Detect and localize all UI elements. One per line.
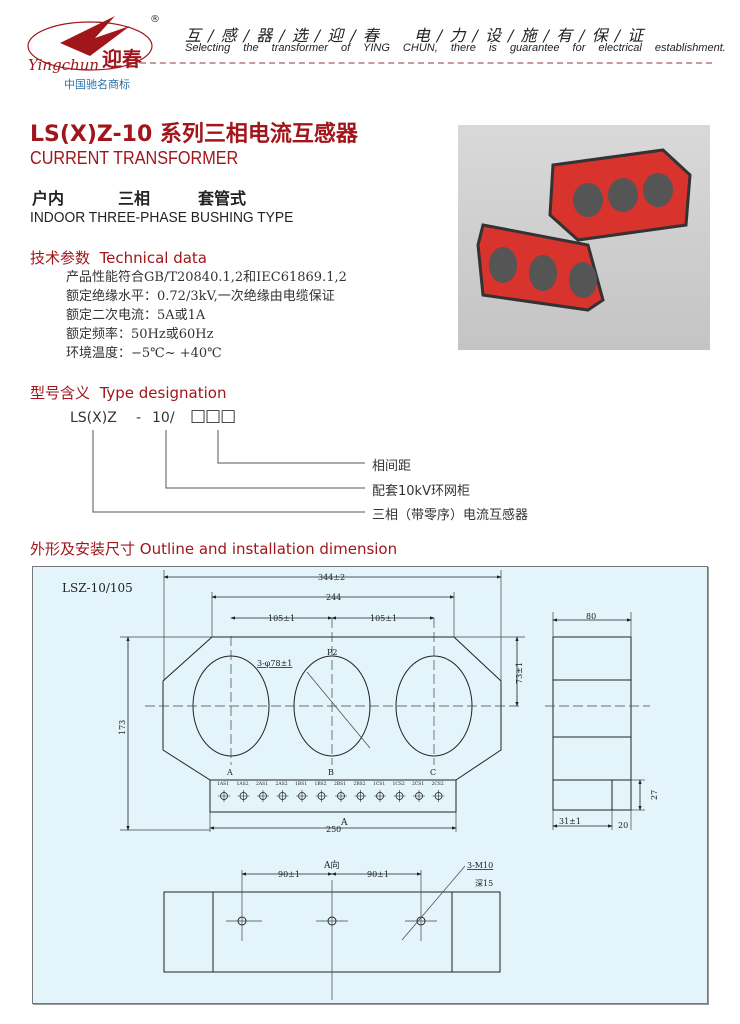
label-a: A: [226, 768, 233, 777]
terminal-label: 1AS1: [217, 781, 229, 787]
yingchun-logo: Yingchun 迎春: [27, 16, 153, 74]
terminal-label: 2BS1: [334, 781, 346, 787]
type-heading-cn: 型号含义: [30, 384, 91, 402]
technical-line: 额定绝缘水平：0.72/3kV,一次绝缘由电缆保证: [66, 289, 335, 304]
terminal-label: 2AS1: [256, 781, 268, 787]
meaning-three-phase-ct: 三相（带零序）电流互感器: [372, 508, 529, 523]
technical-line: 环境温度：−5℃~ +40℃: [66, 346, 222, 361]
outline-heading-cn: 外形及安装尺寸: [30, 540, 136, 558]
outline-heading-en: Outline and installation dimension: [139, 540, 398, 558]
product-title-en: CURRENT TRANSFORMER: [30, 148, 239, 168]
view-arrow-a: A: [340, 818, 348, 828]
meaning-phase-spacing: 相间距: [372, 459, 412, 474]
terminal-label: 2BS2: [354, 781, 366, 787]
type-code-1: LS(X)Z: [70, 410, 117, 426]
terminal-block: 1AS1 1AS2 2AS1 2AS2 1BS1 1BS2 2BS1 2BS2 1CS1 1CS2…: [217, 781, 445, 802]
technical-heading: 技术参数 Technical data: [30, 247, 207, 268]
type-code-3: 10/: [152, 410, 175, 426]
dim-pitch-left: 105±1: [268, 614, 295, 623]
outline-heading: 外形及安装尺寸 Outline and installation dimensi…: [30, 538, 397, 559]
dim-overall-width: 344±2: [318, 573, 345, 582]
trademark-note: 中国驰名商标: [64, 78, 130, 91]
slogan-cn: 互 / 感 / 器 / 选 / 迎 / 春 电 / 力 / 设 / 施 / 有 …: [185, 26, 645, 45]
svg-text:Yingchun: Yingchun: [28, 56, 99, 74]
terminal-label: 1AS2: [237, 781, 249, 787]
terminal-label: 1BS2: [315, 781, 327, 787]
dim-holes: 3-φ78±1: [257, 659, 292, 668]
svg-text:迎春: 迎春: [102, 47, 143, 71]
label-b: B: [328, 768, 334, 777]
dim-side-a: 31±1: [559, 817, 581, 826]
dim-pitch-right: 105±1: [370, 614, 397, 623]
dim-center-height: 73±1: [515, 662, 524, 684]
terminal-crosshair: [315, 790, 328, 802]
terminal-label: 1BS1: [295, 781, 307, 787]
technical-line: 额定频率：50Hz或60Hz: [66, 327, 214, 342]
dim-terminal-width: 250: [326, 825, 341, 834]
outline-drawing: [32, 566, 708, 1004]
header-divider: [140, 62, 712, 64]
terminal-crosshair: [413, 790, 425, 802]
dim-terminal-height: 27: [650, 790, 659, 800]
type-code-4: □□□: [190, 406, 236, 426]
technical-heading-cn: 技术参数: [30, 249, 91, 267]
meaning-ring-cabinet: 配套10kV环网柜: [372, 484, 470, 499]
model-label: LSZ-10/105: [62, 581, 133, 595]
feature-indoor: 户内: [32, 189, 65, 208]
terminal-label: 2CS2: [432, 781, 444, 787]
terminal-crosshair: [218, 790, 230, 802]
label-p2: P2: [327, 648, 337, 657]
label-c: C: [430, 768, 436, 777]
terminal-crosshair: [296, 790, 308, 802]
type-heading: 型号含义 Type designation: [30, 382, 226, 403]
feature-three-phase: 三相: [118, 189, 151, 208]
technical-heading-en: Technical data: [99, 249, 207, 267]
technical-list: 产品性能符合GB/T20840.1,2和IEC61869.1,2 额定绝缘水平：…: [66, 268, 347, 363]
view-a-title: A向: [323, 859, 340, 871]
technical-line: 产品性能符合GB/T20840.1,2和IEC61869.1,2: [66, 270, 347, 285]
type-leader-lines: [92, 430, 365, 513]
type-heading-en: Type designation: [99, 384, 227, 402]
feature-bushing: 套管式: [198, 189, 247, 208]
terminal-label: 2AS2: [276, 781, 288, 787]
dim-bolt-pitch-left: 90±1: [278, 870, 300, 879]
bolt-spec: 3-M10: [467, 861, 493, 870]
terminal-crosshair: [276, 790, 289, 802]
dim-side-b: 20: [618, 821, 628, 830]
bolt-depth: 深15: [475, 879, 493, 888]
terminal-crosshair: [237, 790, 250, 802]
terminal-crosshair: [335, 790, 347, 802]
terminal-crosshair: [257, 790, 269, 802]
dim-bolt-pitch-right: 90±1: [367, 870, 389, 879]
dim-height: 173: [118, 720, 127, 735]
registered-mark: ®: [150, 14, 160, 25]
dim-depth: 80: [586, 612, 596, 621]
terminal-label: 1CS1: [373, 781, 385, 787]
product-title-cn: LS(X)Z-10 系列三相电流互感器: [30, 122, 358, 147]
features-en: INDOOR THREE-PHASE BUSHING TYPE: [30, 209, 294, 226]
terminal-crosshair: [393, 790, 406, 802]
terminal-crosshair: [354, 790, 367, 802]
slogan-en: Selecting the transformer of YING CHUN, …: [185, 42, 726, 54]
terminal-crosshair: [432, 790, 445, 802]
product-photo: [458, 125, 710, 350]
type-code-2: -: [136, 410, 142, 426]
terminal-crosshair: [374, 790, 386, 802]
terminal-label: 2CS1: [412, 781, 424, 787]
technical-line: 额定二次电流：5A或1A: [66, 308, 206, 323]
terminal-label: 1CS2: [393, 781, 405, 787]
dim-top-width: 244: [326, 593, 341, 602]
